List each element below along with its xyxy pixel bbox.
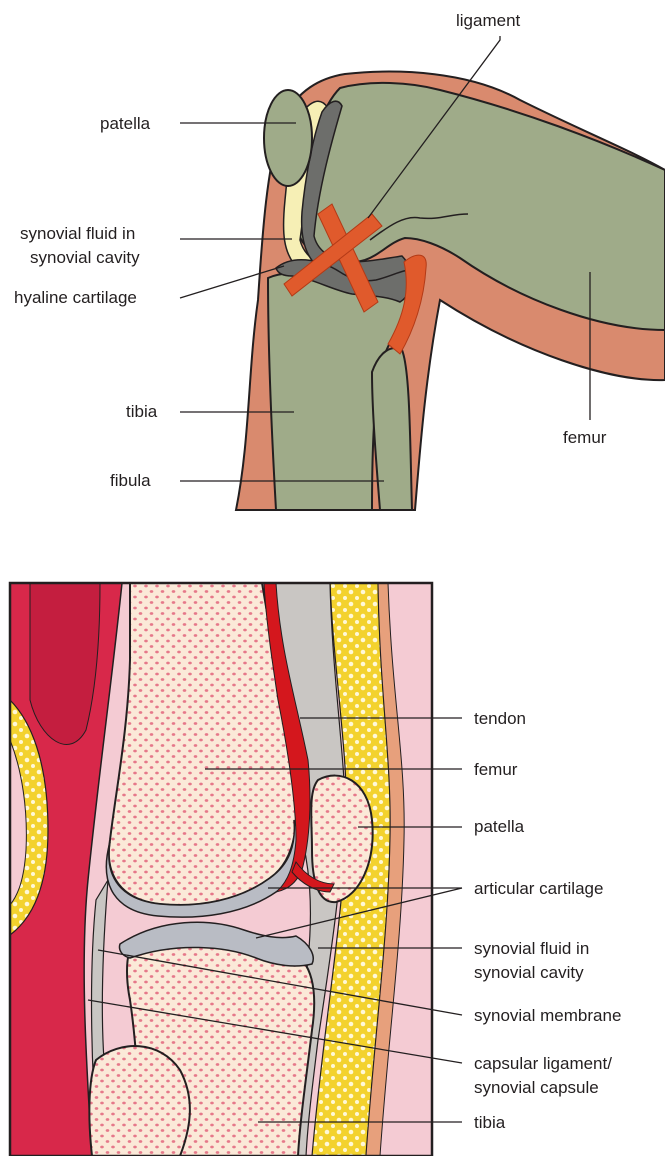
fibula-bone bbox=[372, 348, 412, 510]
bottom-knee-diagram: tendon femur patella articular cartilage… bbox=[10, 583, 621, 1156]
label-tendon: tendon bbox=[474, 709, 526, 728]
label-synovial-fluid-bottom-1: synovial fluid in bbox=[474, 939, 589, 958]
label-tibia-top: tibia bbox=[126, 402, 158, 421]
label-articular-cartilage: articular cartilage bbox=[474, 879, 603, 898]
patella-bone bbox=[264, 90, 312, 186]
label-patella-bottom: patella bbox=[474, 817, 525, 836]
label-synovial-fluid-top-2: synovial cavity bbox=[30, 248, 140, 267]
label-patella-top: patella bbox=[100, 114, 151, 133]
label-tibia-bottom: tibia bbox=[474, 1113, 506, 1132]
label-synovial-fluid-top-1: synovial fluid in bbox=[20, 224, 135, 243]
label-femur-bottom: femur bbox=[474, 760, 518, 779]
label-femur-top: femur bbox=[563, 428, 607, 447]
fibula-head-section bbox=[89, 1046, 190, 1156]
label-hyaline-cartilage: hyaline cartilage bbox=[14, 288, 137, 307]
label-capsular-ligament-1: capsular ligament/ bbox=[474, 1054, 612, 1073]
label-fibula-top: fibula bbox=[110, 471, 151, 490]
label-ligament: ligament bbox=[456, 11, 521, 30]
label-synovial-membrane: synovial membrane bbox=[474, 1006, 621, 1025]
top-knee-diagram: ligament patella synovial fluid in synov… bbox=[14, 11, 665, 510]
label-capsular-ligament-2: synovial capsule bbox=[474, 1078, 599, 1097]
label-synovial-fluid-bottom-2: synovial cavity bbox=[474, 963, 584, 982]
